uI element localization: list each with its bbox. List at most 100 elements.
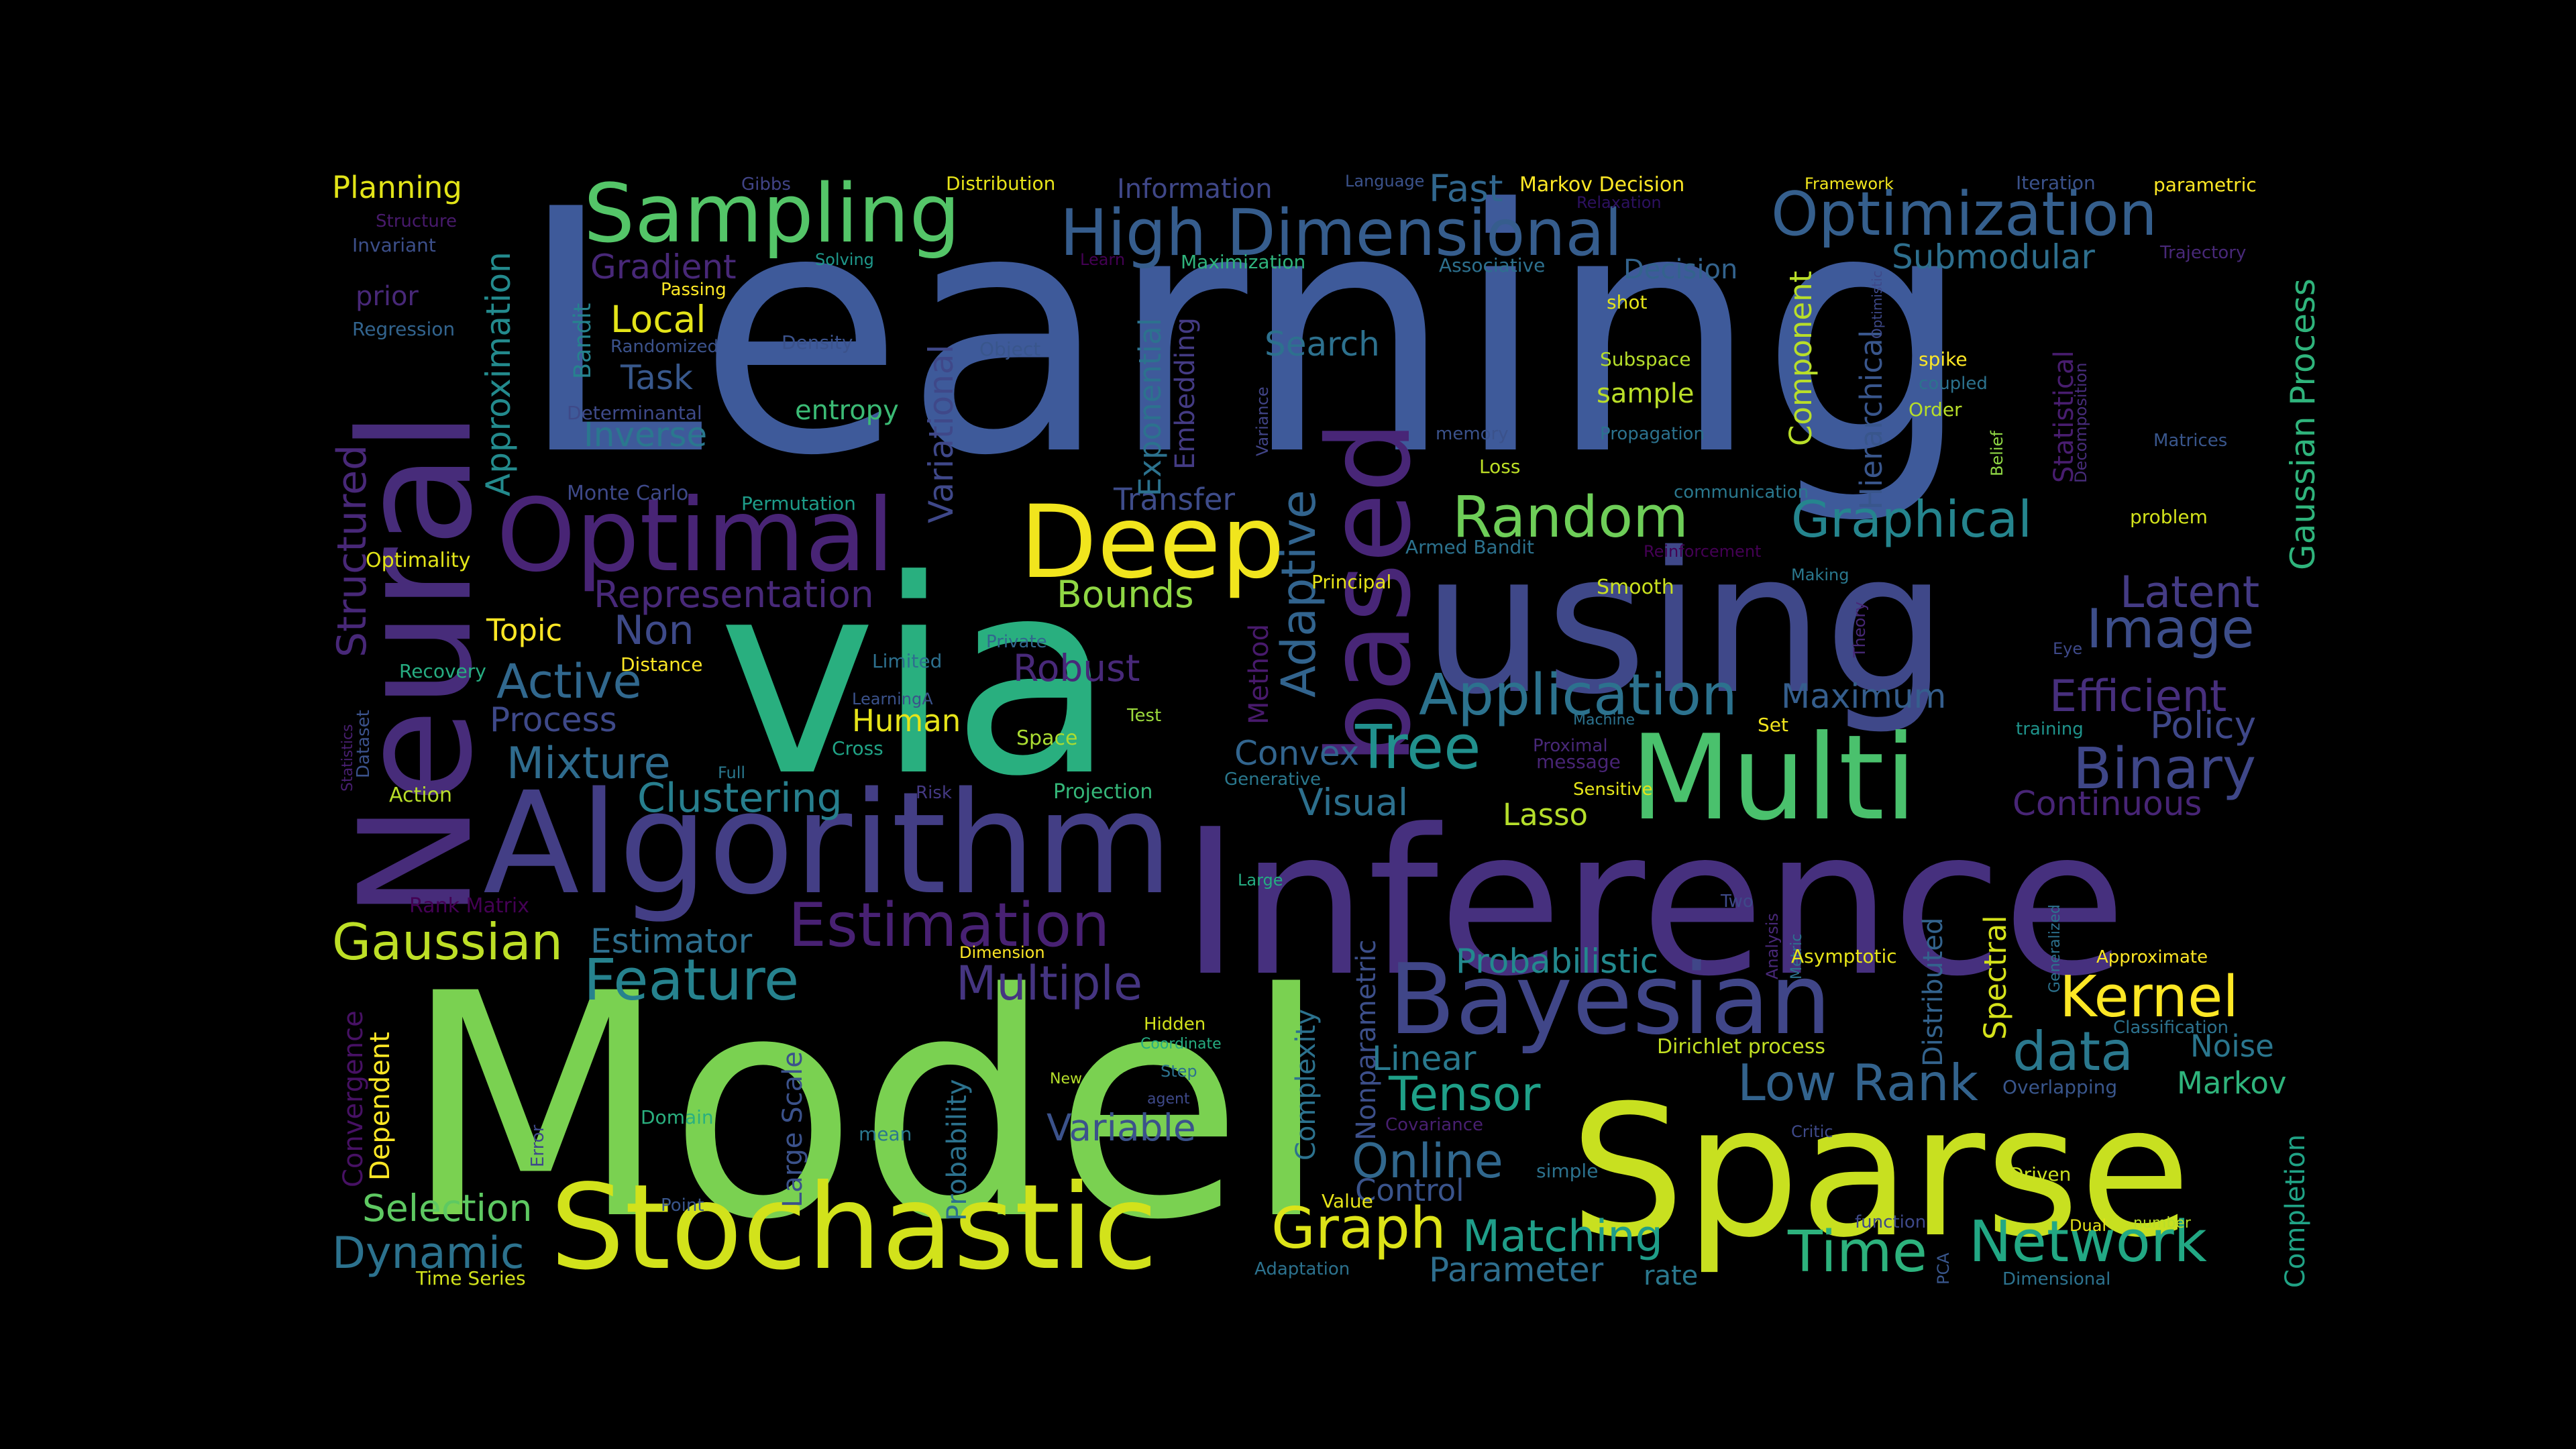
- word-algorithm: Algorithm: [483, 761, 1173, 926]
- word-number: number: [2133, 1215, 2192, 1232]
- word-continuous: Continuous: [2012, 784, 2202, 823]
- word-time: Time: [1787, 1219, 1927, 1285]
- word-dataset: Dataset: [354, 710, 374, 778]
- word-learninga: LearningA: [852, 690, 933, 708]
- word-dependent: Dependent: [365, 1032, 396, 1181]
- word-tree: Tree: [1354, 712, 1481, 783]
- word-monte-carlo: Monte Carlo: [567, 482, 688, 505]
- word-dimension: Dimension: [959, 943, 1045, 962]
- word-mixture: Mixture: [506, 739, 671, 789]
- word-language: Language: [1345, 172, 1424, 191]
- word-tensor: Tensor: [1388, 1067, 1541, 1122]
- word-process: Process: [490, 700, 617, 739]
- word-multi: Multi: [1630, 710, 1917, 847]
- word-associative: Associative: [1439, 254, 1545, 276]
- word-hierarchical: Hierarchical: [1854, 330, 1889, 510]
- word-representation: Representation: [594, 573, 874, 616]
- word-critic: Critic: [1791, 1122, 1833, 1141]
- word-exponential: Exponential: [1132, 318, 1168, 496]
- word-optimization: Optimization: [1771, 179, 2157, 250]
- word-dynamic: Dynamic: [332, 1228, 525, 1279]
- word-propagation: Propagation: [1600, 424, 1705, 444]
- word-error: Error: [528, 1124, 548, 1167]
- word-regression: Regression: [352, 318, 455, 340]
- word-sensitive: Sensitive: [1573, 780, 1653, 800]
- word-problem: problem: [2130, 506, 2208, 528]
- word-permutation: Permutation: [741, 492, 856, 515]
- word-latent: Latent: [2120, 568, 2259, 618]
- word-high-dimensional: High Dimensional: [1060, 197, 1622, 270]
- word-mean: mean: [859, 1123, 912, 1145]
- word-reinforcement: Reinforcement: [1644, 542, 1761, 561]
- word-order: Order: [1909, 398, 1962, 421]
- word-via: via: [718, 523, 1116, 835]
- word-matrices: Matrices: [2153, 431, 2227, 451]
- word-solving: Solving: [815, 250, 874, 269]
- word-shot: shot: [1607, 291, 1647, 313]
- word-non: Non: [614, 607, 694, 654]
- word-bounds: Bounds: [1057, 573, 1194, 616]
- word-learn: Learn: [1080, 250, 1125, 269]
- word-entropy: entropy: [795, 395, 899, 426]
- word-large-scale: Large Scale: [777, 1051, 808, 1208]
- word-driven: Driven: [2009, 1163, 2071, 1185]
- word-coordinate: Coordinate: [1140, 1036, 1222, 1053]
- word-online: Online: [1352, 1134, 1503, 1189]
- word-function: function: [1855, 1212, 1926, 1232]
- word-multiple: Multiple: [956, 956, 1142, 1011]
- word-statistical: Statistical: [2049, 350, 2080, 483]
- word-sampling: Sampling: [584, 168, 961, 261]
- word-distributed: Distributed: [1918, 918, 1949, 1067]
- word-model: Model: [402, 928, 1329, 1287]
- word-training: training: [2016, 719, 2084, 739]
- word-efficient: Efficient: [2049, 672, 2226, 722]
- word-sample: sample: [1597, 378, 1694, 409]
- word-determinantal: Determinantal: [567, 402, 702, 424]
- word-adaptive: Adaptive: [1271, 490, 1326, 698]
- word-set: Set: [1758, 714, 1788, 736]
- word-nonparametric: Nonparametric: [1351, 940, 1382, 1140]
- word-based: based: [1303, 421, 1436, 765]
- word-dirichlet-process: Dirichlet process: [1657, 1035, 1825, 1059]
- word-rate: rate: [1644, 1260, 1698, 1291]
- word-image: Image: [2086, 598, 2255, 660]
- word-bandit: Bandit: [570, 303, 596, 379]
- word-parametric: parametric: [2153, 174, 2257, 196]
- word-inverse: Inverse: [584, 415, 707, 454]
- word-rank-matrix: Rank Matrix: [409, 894, 529, 918]
- word-iteration: Iteration: [2016, 172, 2096, 194]
- word-convex: Convex: [1234, 734, 1359, 773]
- word-making: Making: [1791, 566, 1849, 584]
- word-projection: Projection: [1053, 780, 1152, 804]
- word-full: Full: [718, 763, 745, 782]
- word-simple: simple: [1536, 1160, 1598, 1182]
- word-subspace: Subspace: [1600, 348, 1690, 370]
- word-distribution: Distribution: [946, 172, 1055, 195]
- word-adaptation: Adaptation: [1254, 1259, 1350, 1279]
- word-variational: Variational: [922, 345, 961, 523]
- word-statistics: Statistics: [339, 724, 356, 792]
- word-dual: Dual: [2070, 1216, 2106, 1235]
- word-distance: Distance: [621, 653, 702, 676]
- word-two: Two: [1720, 892, 1754, 912]
- word-local: Local: [610, 298, 706, 341]
- word-large: Large: [1238, 871, 1283, 890]
- word-search: Search: [1265, 325, 1380, 364]
- word-coupled: coupled: [1919, 374, 1988, 394]
- word-spike: spike: [1919, 348, 1968, 370]
- word-sparse: Sparse: [1570, 1066, 2191, 1277]
- word-gibbs: Gibbs: [741, 174, 791, 195]
- word-variance: Variance: [1253, 386, 1272, 456]
- word-lasso: Lasso: [1503, 797, 1588, 833]
- word-variable: Variable: [1046, 1106, 1196, 1149]
- word-embedding: Embedding: [1170, 317, 1201, 470]
- word-deep: Deep: [1020, 484, 1285, 601]
- word-time-series: Time Series: [415, 1267, 526, 1289]
- word-new: New: [1050, 1071, 1082, 1087]
- word-completion: Completion: [2280, 1134, 2311, 1288]
- word-relaxation: Relaxation: [1576, 193, 1662, 212]
- word-optimal: Optimal: [496, 478, 894, 594]
- word-passing: Passing: [661, 280, 727, 300]
- word-component: Component: [1783, 271, 1819, 446]
